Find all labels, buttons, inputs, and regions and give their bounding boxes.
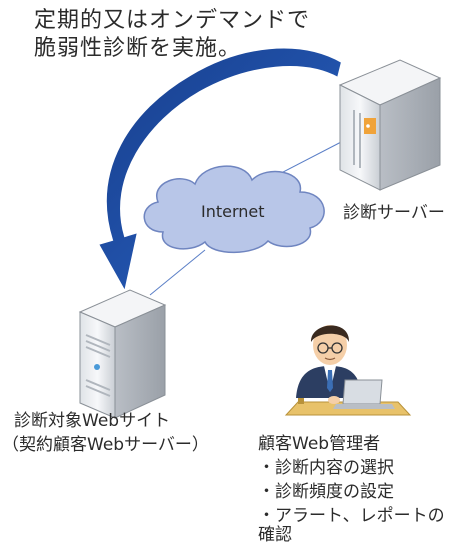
admin-item-3: ・アラート、レポートの [258, 506, 445, 526]
target-server-label-line-1: 診断対象Webサイト [14, 411, 171, 431]
diagnostic-server-label: 診断サーバー [343, 203, 445, 223]
target-server-label-line-2: （契約顧客Webサーバー） [2, 435, 209, 455]
diagnostic-server-icon [338, 59, 442, 191]
target-server-icon [78, 289, 167, 419]
connector-line-lower [149, 249, 206, 296]
heading-line-1: 定期的又はオンデマンドで [34, 8, 311, 33]
heading-line-2: 脆弱性診断を実施。 [34, 36, 242, 61]
internet-label: Internet [201, 202, 265, 221]
admin-item-4: 確認 [258, 525, 292, 545]
web-admin-person-icon [284, 325, 412, 416]
admin-item-1: ・診断内容の選択 [258, 458, 394, 478]
internet-cloud-icon [143, 165, 325, 254]
admin-title: 顧客Web管理者 [258, 434, 381, 454]
admin-item-2: ・診断頻度の設定 [258, 482, 394, 502]
